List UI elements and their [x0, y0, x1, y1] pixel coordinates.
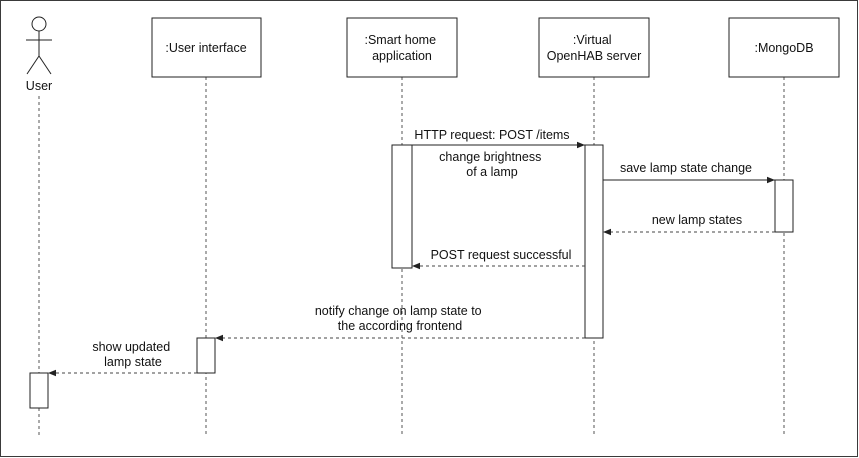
message-label: change brightness of a lamp — [439, 150, 545, 179]
message-post-success: POST request successful — [412, 248, 585, 270]
activation-user — [29, 372, 49, 409]
message-new-lamp-states: new lamp states — [603, 213, 775, 236]
message-label: show updated lamp state — [92, 340, 173, 369]
message-http-request: HTTP request: POST /items — [412, 128, 585, 149]
participant-label: :User interface — [165, 41, 246, 55]
message-label: notify change on lamp state to the accor… — [315, 304, 485, 333]
activation-user-interface — [196, 337, 216, 374]
message-show-updated: show updated lamp state — [48, 340, 197, 377]
participant-label: :Smart home application — [364, 33, 439, 63]
actor-user-label: User — [26, 79, 52, 93]
message-label: save lamp state change — [620, 161, 752, 175]
participant-openhab-server: :Virtual OpenHAB server — [538, 17, 650, 78]
message-label: HTTP request: POST /items — [414, 128, 569, 142]
activation-smart-home-app — [391, 144, 413, 269]
message-save-lamp-state: save lamp state change — [603, 161, 775, 184]
participant-label: :Virtual OpenHAB server — [547, 33, 641, 63]
participant-smart-home-app: :Smart home application — [346, 17, 458, 78]
activation-openhab-server — [584, 144, 604, 339]
message-label: new lamp states — [652, 213, 742, 227]
participant-mongodb: :MongoDB — [728, 17, 840, 78]
actor-user: User — [26, 16, 52, 93]
note-change-brightness: change brightness of a lamp — [439, 150, 545, 179]
message-notify-change: notify change on lamp state to the accor… — [215, 304, 585, 342]
activation-mongodb — [774, 179, 794, 233]
message-label: POST request successful — [431, 248, 572, 262]
participant-user-interface: :User interface — [151, 17, 262, 78]
participant-label: :MongoDB — [754, 41, 813, 55]
